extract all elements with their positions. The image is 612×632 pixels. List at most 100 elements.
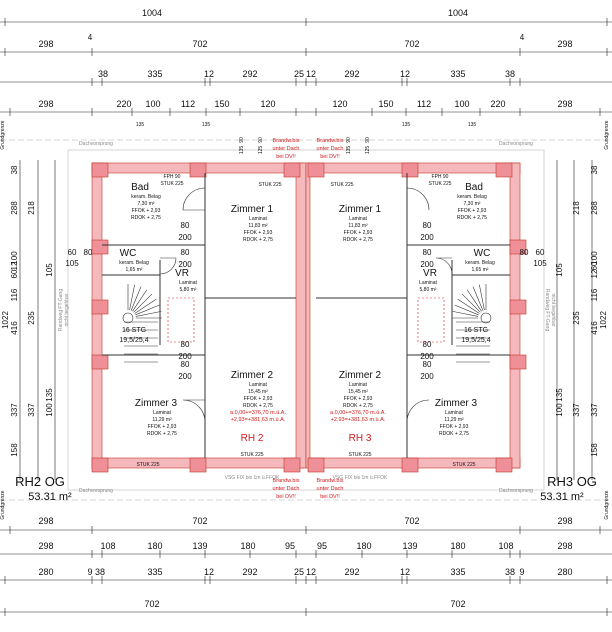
dim-text: 120 [260,99,275,109]
unit-tag: RH 2 [241,433,264,444]
dim-text: 180 [240,541,255,551]
dim-text: 298 [557,516,572,526]
dim-text: 12 [204,69,214,79]
room-name: Bad [465,182,483,193]
dim-text: 95 [317,541,327,551]
dim-text: 702 [192,39,207,49]
stair-eye [480,312,492,324]
dim-text: 112 [181,99,195,109]
door-dim-text: 90 [346,137,352,143]
wall-party-left [295,162,307,469]
room-info: Laminat [445,410,463,416]
room-info: keram. Belag [119,260,149,266]
dim-text: 335 [147,567,162,577]
dim-text: 298 [38,516,53,526]
dim-text-left: 60 [10,269,19,278]
room-info: FFOK + 2,93 [132,208,161,214]
dim-text-right: 416 [590,321,599,335]
room-info: FFOK + 2,93 [440,424,469,430]
door-zimmer1-left [182,187,206,211]
room-info: keram. Belag [457,194,487,200]
room-info: FFOK + 2,93 [148,424,177,430]
dim-text: 4 [520,33,525,42]
stair-tread [472,286,484,311]
brandwand-note: unter Dach [317,486,344,492]
randweg-note: nicht begehbar [550,293,556,326]
fph-note: FPH 90 [164,174,181,180]
room-info: RDOK + 2,75 [439,431,469,437]
grundgrenze-label: Grundgrenze [604,490,610,519]
door-dim-text: 80 [423,221,432,230]
dim-text-right: 235 [572,311,581,325]
door-dim-text: 200 [420,260,434,269]
dim-text: 298 [38,541,53,551]
grundgrenze-label: Grundgrenze [604,120,610,149]
dim-text: 12 [400,69,410,79]
room-name: Zimmer 2 [231,370,274,381]
room-info: keram. Belag [465,260,495,266]
room-info: a.0,00+=376,70 m.ü.A. [330,410,386,416]
room-info: Laminat [349,216,367,222]
door-dim-text: 80 [423,340,432,349]
door-dim-text: 80 [84,248,93,257]
room-info: RDOK + 2,75 [131,215,161,221]
dim-text-right: 100 [555,403,564,417]
door-wc-right [435,257,453,275]
dim-text: 298 [557,541,572,551]
dim-text: 100 [145,99,160,109]
brandwand-note: Brandw.bis [317,138,344,144]
dim-text: 12 [306,69,316,79]
stair-tread [452,311,479,317]
randweg-note: nicht begehbar [64,293,70,326]
room-name: Bad [131,182,149,193]
door-dim-text: 200 [178,260,192,269]
dim-text-right: 116 [590,288,599,301]
unit-label: RH3 OG [547,474,597,489]
dim-text: 38 [95,567,105,577]
dim-text: 100 [454,99,469,109]
dim-text: 12 [306,567,316,577]
room-info: 1,65 m² [126,267,143,273]
dim-text: 335 [450,567,465,577]
wall-party-gap [305,162,311,469]
dim-text: 120 [332,99,347,109]
wall-left-outer [91,162,103,469]
dim-text: 298 [38,99,53,109]
door-dim-text: 200 [420,233,434,242]
stair-tread [466,289,482,312]
dim-text: 292 [242,567,257,577]
wall-pier [307,162,325,178]
door-dim-text: 200 [178,233,192,242]
door-dim-text: 105 [533,259,547,268]
room-info: Laminat [249,216,267,222]
dim-text-right: 135 [555,388,564,402]
stair-tread [461,293,481,313]
dim-text-right: 60 [590,261,599,270]
dim-text-right: 105 [555,263,564,277]
wall-pier [495,457,513,473]
fph-note: STUK 225 [428,181,451,187]
wall-right-outer [509,162,521,469]
brandwand-note: bei DV!! [320,154,340,160]
dim-text: 1004 [448,8,468,18]
wall-pier [307,457,325,473]
randweg-note: Randweg FT-Gang [58,289,64,331]
room-name: Zimmer 3 [435,398,478,409]
dim-text: 150 [378,99,393,109]
dim-text: 112 [417,99,431,109]
room-info: 1,65 m² [472,267,489,273]
dim-text-left: 337 [27,403,36,417]
stuk-note: STUK 225 [348,452,371,458]
dim-text-right: 288 [590,201,599,215]
room-info: RDOK + 2,75 [243,237,273,243]
dim-text-right: 337 [590,403,599,417]
dim-text: 280 [38,567,53,577]
stair-tread [135,311,162,317]
door-dim-text: 60 [68,248,77,257]
door-dim-text: 200 [420,352,434,361]
dim-text: 38 [505,69,515,79]
unit-area: 53.31 m² [540,491,584,503]
door-dim-text: 135 [239,146,245,155]
